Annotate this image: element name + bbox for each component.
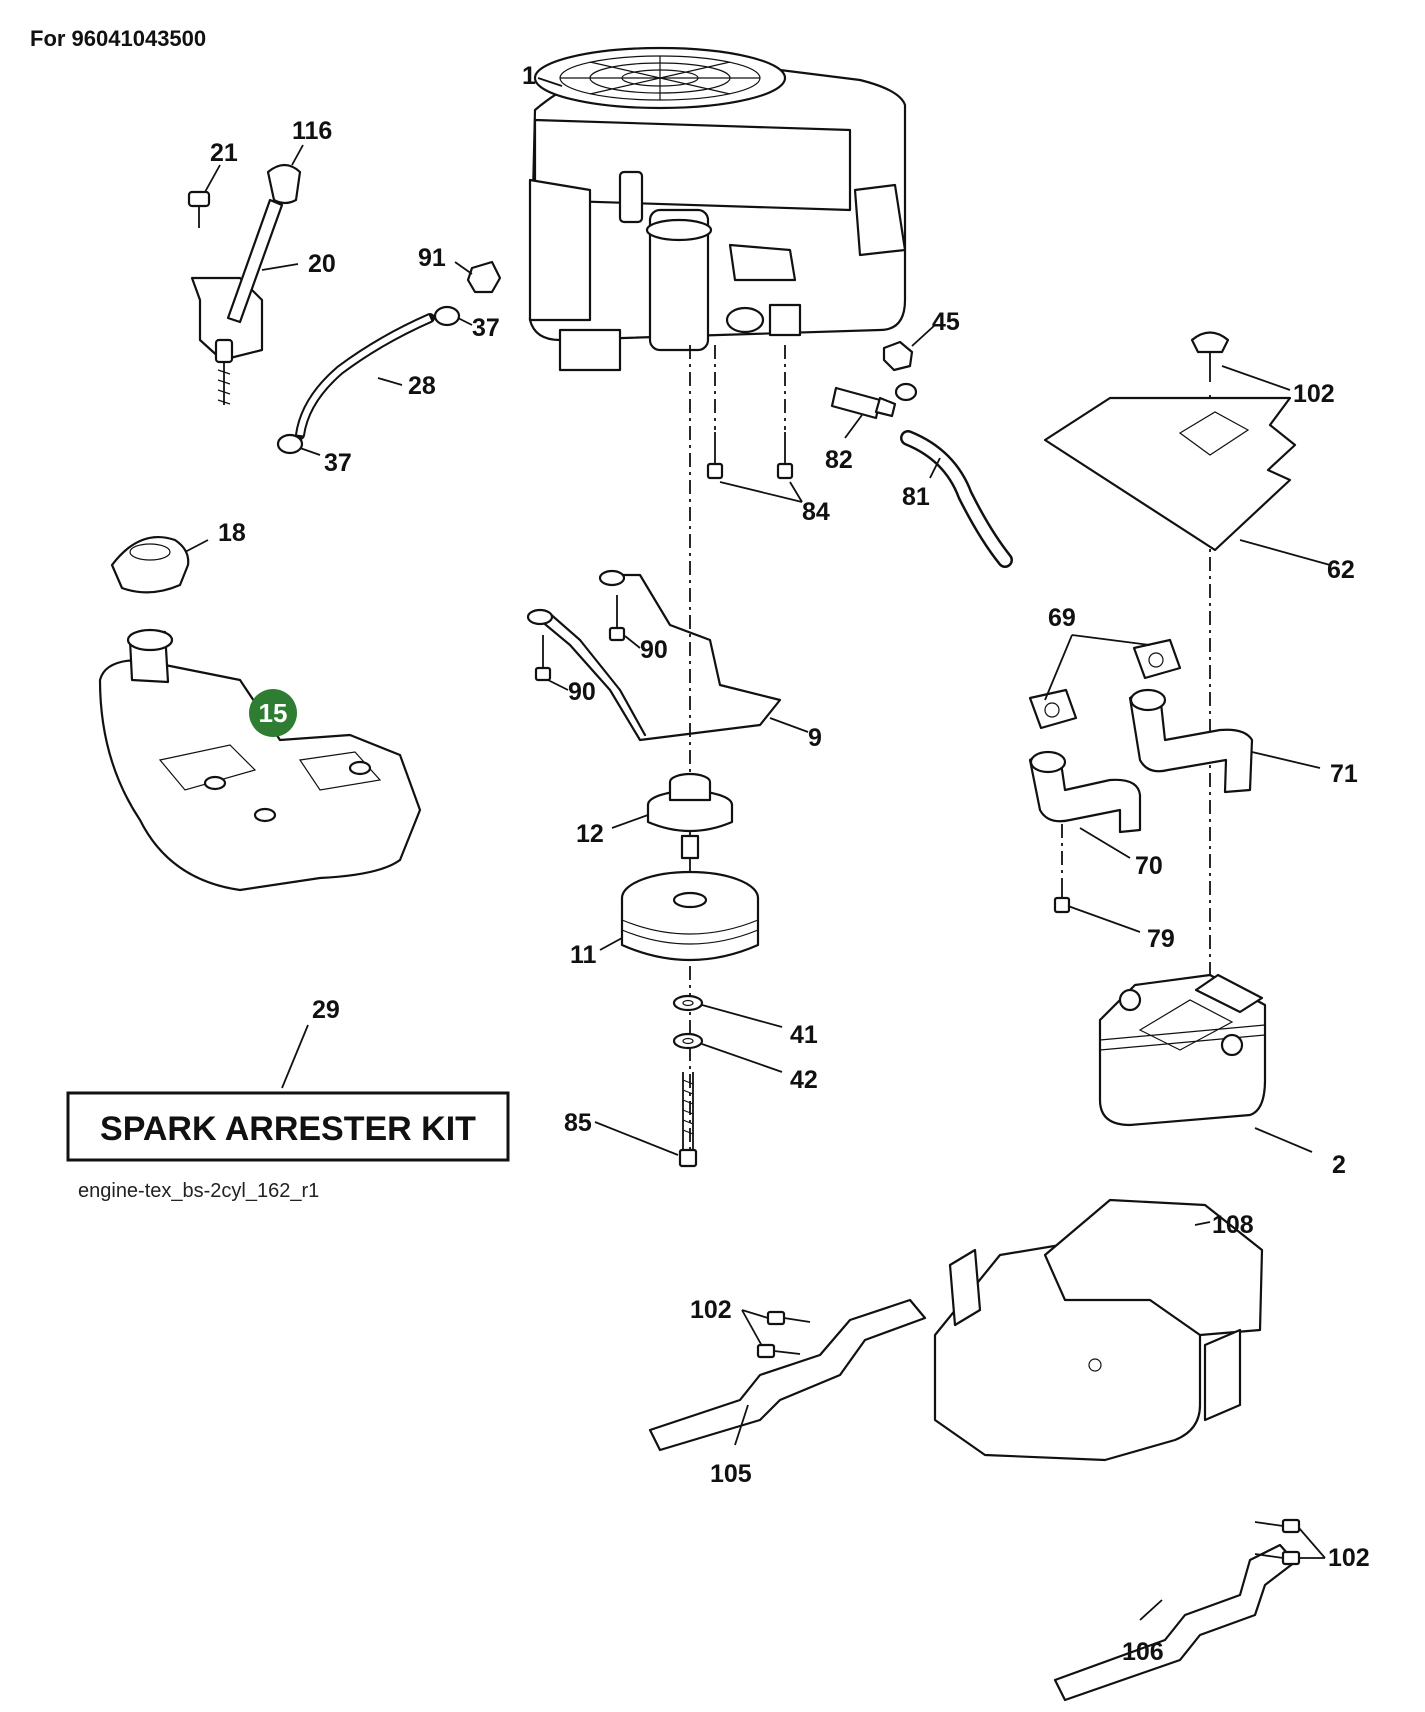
callout-85[interactable]: 85 [564,1109,592,1137]
bracket-105-part[interactable] [648,1298,927,1452]
heat-shield-part[interactable] [1043,396,1297,552]
callout-1[interactable]: 1 [522,62,536,90]
model-caption: For 96041043500 [30,26,206,51]
callout-91[interactable]: 91 [418,244,446,272]
fitting-82-part[interactable] [830,382,918,420]
callout-84[interactable]: 84 [802,498,830,526]
screws-102-right-part[interactable] [1254,1518,1301,1566]
bolt-21-part[interactable] [187,190,211,228]
bolt-79-part[interactable] [1053,880,1071,914]
callout-82[interactable]: 82 [825,446,853,474]
screw-102-top-part[interactable] [1190,331,1230,383]
deflector-part[interactable] [933,1198,1264,1462]
bolt-90-a-part[interactable] [608,595,626,642]
spark-arrester-kit-box[interactable]: SPARK ARRESTER KIT [66,1091,510,1162]
leader-lines [184,77,1331,1621]
callout-41[interactable]: 41 [790,1021,818,1049]
callout-79[interactable]: 79 [1147,925,1175,953]
nut-45-part[interactable] [882,340,914,372]
callout-11[interactable]: 11 [570,941,597,969]
muffler-part[interactable] [1098,973,1267,1127]
pulley-part[interactable] [646,772,734,860]
electric-clutch-part[interactable] [620,870,760,962]
fuel-tank-part[interactable] [98,628,422,892]
callout-70[interactable]: 70 [1135,852,1163,880]
gasket-69-b-part[interactable] [1028,688,1078,730]
callout-106[interactable]: 106 [1122,1638,1164,1666]
washer-42-part[interactable] [672,1032,704,1050]
muffler-bracket-part[interactable] [526,569,782,742]
engine-part[interactable] [528,46,907,372]
exhaust-pipe-70-part[interactable] [1028,750,1142,834]
bolt-84-right-part[interactable] [776,432,794,480]
diagram-filename: engine-tex_bs-2cyl_162_r1 [78,1180,319,1202]
callout-108[interactable]: 108 [1212,1211,1254,1239]
nut-91-part[interactable] [466,260,502,294]
callout-105[interactable]: 105 [710,1460,752,1488]
callout-102-right[interactable]: 102 [1328,1544,1370,1572]
callout-20[interactable]: 20 [308,250,336,278]
callout-37-top[interactable]: 37 [472,314,500,342]
gasket-69-a-part[interactable] [1132,638,1182,680]
callout-71[interactable]: 71 [1330,760,1358,788]
callout-28[interactable]: 28 [408,372,436,400]
callout-102-top[interactable]: 102 [1293,380,1335,408]
callout-2[interactable]: 2 [1332,1151,1346,1179]
washer-41-part[interactable] [672,994,704,1012]
drain-hose-part[interactable] [900,430,1013,568]
kit-label: SPARK ARRESTER KIT [100,1110,476,1148]
hose-clamp-bottom-part[interactable] [276,433,304,455]
callout-62[interactable]: 62 [1327,556,1355,584]
knob-part[interactable] [266,163,302,205]
callout-116[interactable]: 116 [292,117,332,145]
callout-69[interactable]: 69 [1048,604,1076,632]
callout-21[interactable]: 21 [210,139,238,167]
fuel-hose-part[interactable] [295,313,435,440]
callout-90-top[interactable]: 90 [640,636,668,664]
callout-12[interactable]: 12 [576,820,604,848]
fuel-cap-part[interactable] [110,535,190,594]
callout-labels: 1 116 21 20 91 37 28 37 45 102 82 84 81 … [210,62,1370,1666]
callout-102-left[interactable]: 102 [690,1296,732,1324]
highlight-badge-label: 15 [259,698,288,728]
bolt-85-part[interactable] [678,1072,698,1168]
bolt-90-b-part[interactable] [534,635,552,682]
callout-81[interactable]: 81 [902,483,930,511]
callout-45[interactable]: 45 [932,308,960,336]
bracket-106-part[interactable] [1053,1543,1297,1702]
callout-42[interactable]: 42 [790,1066,818,1094]
callout-90-bottom[interactable]: 90 [568,678,596,706]
throttle-control-part[interactable] [190,198,284,405]
highlight-badge[interactable]: 15 [249,689,297,737]
hose-clamp-top-part[interactable] [433,305,461,327]
screws-102-left-part[interactable] [756,1310,811,1359]
kit-ref-number[interactable]: 29 [312,996,340,1024]
callout-9[interactable]: 9 [808,724,822,752]
callout-37-bottom[interactable]: 37 [324,449,352,477]
exhaust-pipe-71-part[interactable] [1128,688,1254,794]
bolt-84-left-part[interactable] [706,432,724,480]
callout-18[interactable]: 18 [218,519,246,547]
